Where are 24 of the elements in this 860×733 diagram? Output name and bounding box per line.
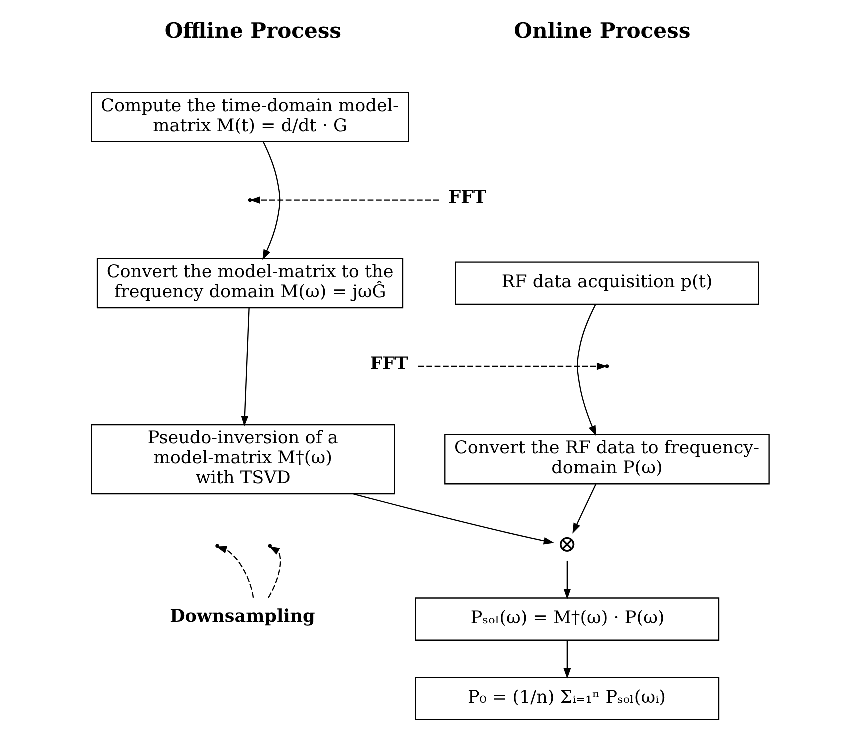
arrow [240, 308, 250, 427]
node-text: ⊗ [556, 530, 577, 558]
arrow [268, 546, 281, 598]
arrow [353, 494, 554, 545]
arrow [576, 304, 596, 436]
arrow [572, 484, 596, 534]
node-text: FFT [448, 188, 486, 208]
arrow [563, 640, 571, 680]
node-text: Downsampling [170, 607, 315, 628]
node-box: Convert the RF data to frequency-domain P(ω) [444, 434, 770, 485]
node-box: Compute the time-domain model-matrix M(t) = d/dt · G [90, 92, 409, 142]
arrow [563, 560, 571, 600]
arrow [262, 142, 280, 260]
node-text: FFT [370, 354, 408, 374]
node-box: RF data acquisition p(t) [454, 262, 759, 306]
label: Online Process [514, 18, 690, 44]
arrow [418, 362, 608, 370]
arrow [216, 546, 254, 598]
arrow [249, 196, 439, 204]
node-box: Pseudo-inversion of a model-matrix M†(ω) with TSVD [90, 424, 395, 495]
node-box: Convert the model-matrix to the frequency domain M(ω) = jωĜ [96, 258, 404, 309]
node-box: Pₛₒₗ(ω) = M†(ω) · P(ω) [414, 598, 720, 641]
node-box: P₀ = (1/n) Σᵢ₌₁ⁿ Pₛₒₗ(ωᵢ) [414, 677, 720, 721]
label: Offline Process [164, 18, 342, 44]
